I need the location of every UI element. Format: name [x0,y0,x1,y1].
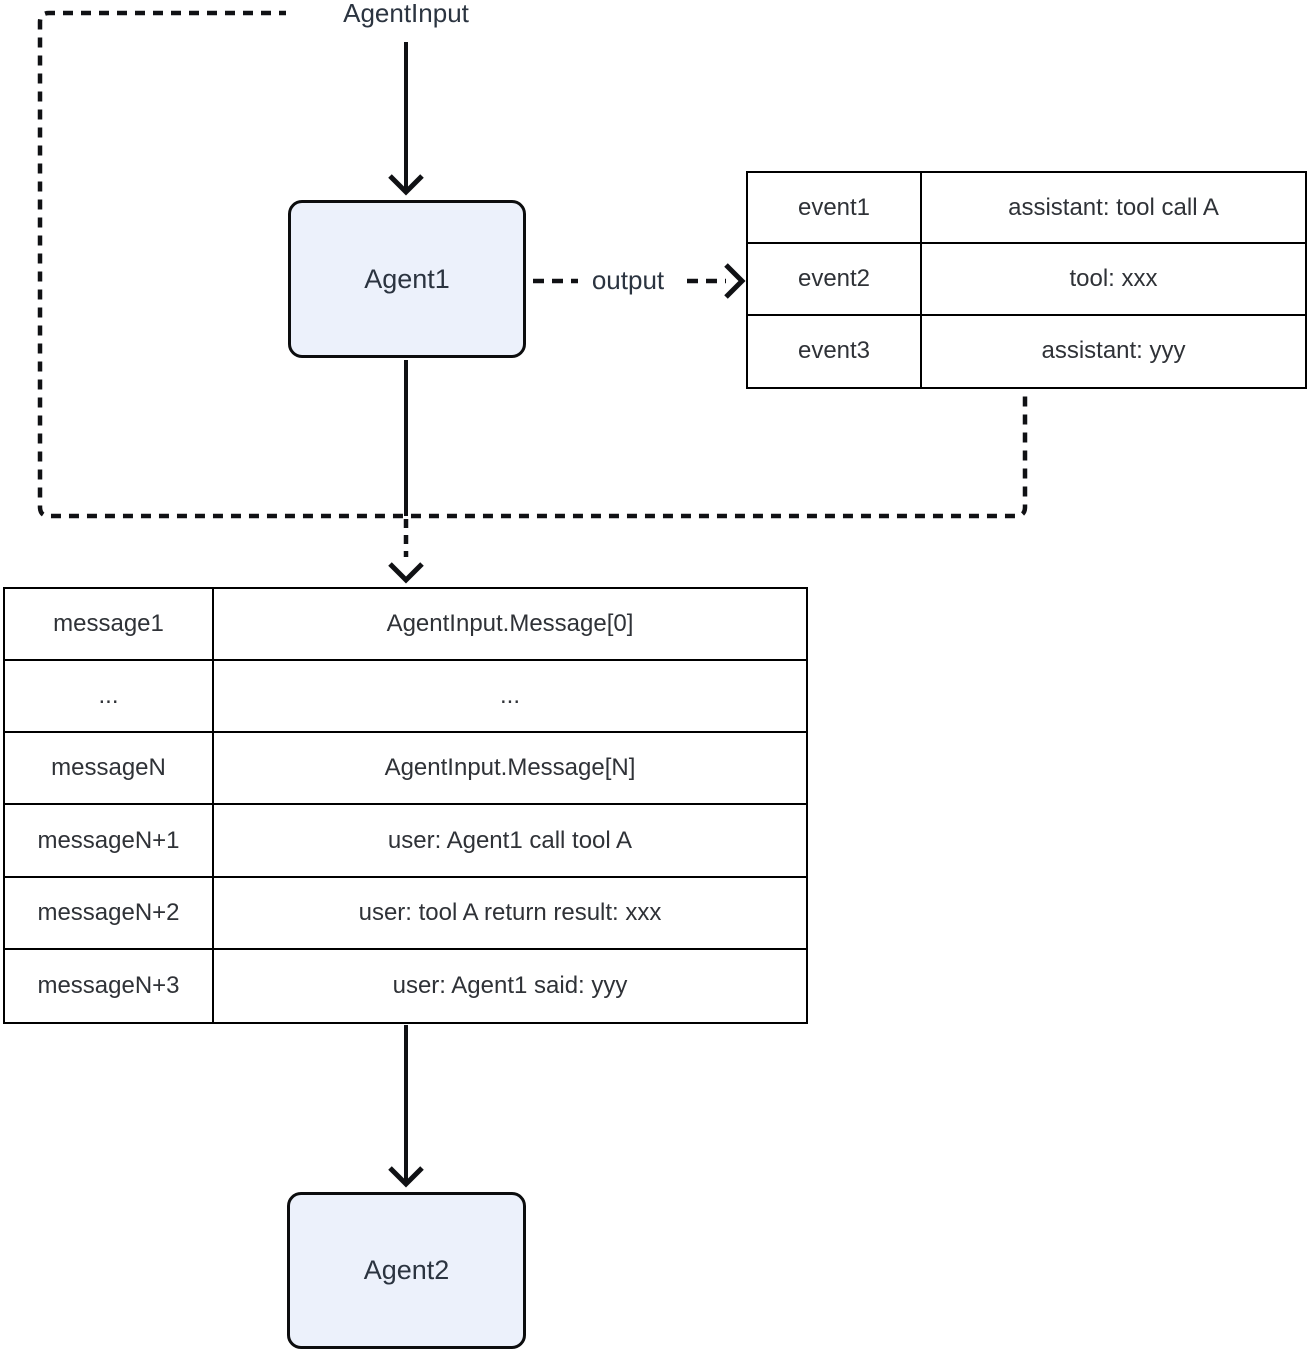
arrowhead-into-agent2 [388,1166,424,1188]
message-table-cell-key: messageN+1 [5,805,214,878]
agentinput-label: AgentInput [286,0,526,28]
message-table-cell-value: user: tool A return result: xxx [214,878,806,950]
event-table-cell-key: event2 [748,244,922,316]
arrowhead-into-agent1 [388,174,424,196]
agent2-node-label: Agent2 [363,1255,450,1285]
message-table-cell-key: message1 [5,589,214,662]
message-table: message1 AgentInput.Message[0] ... ... m… [3,587,808,1024]
message-table-cell-key: messageN [5,733,214,806]
message-table-cell-value: AgentInput.Message[0] [214,589,806,662]
arrowhead-into-message-table [388,562,424,584]
output-edge-label: output [578,265,678,295]
message-table-cell-key: messageN+3 [5,949,214,1022]
arrowhead-into-event-table [724,263,746,299]
event-table-cell-key: event1 [748,173,922,245]
event-table-cell-value: assistant: yyy [1041,337,1186,365]
agent1-node: Agent1 [288,200,526,358]
message-table-cell-value: AgentInput.Message[N] [214,733,806,806]
event-table-cell-value: assistant: tool call A [922,173,1305,245]
message-table-cell-value: ... [214,661,806,734]
message-table-cell-value: user: Agent1 call tool A [214,805,806,878]
message-table-cell-key: ... [5,661,214,734]
message-table-cell-value: user: Agent1 said: yyy [392,971,628,999]
message-table-cell-key: messageN+2 [5,877,214,950]
event-table-cell-key: event3 [748,315,922,387]
agent2-node: Agent2 [287,1192,526,1349]
agent1-node-label: Agent1 [364,263,450,294]
event-table-cell-value: tool: xxx [922,244,1305,316]
event-table: event1 assistant: tool call A event2 too… [746,171,1307,389]
